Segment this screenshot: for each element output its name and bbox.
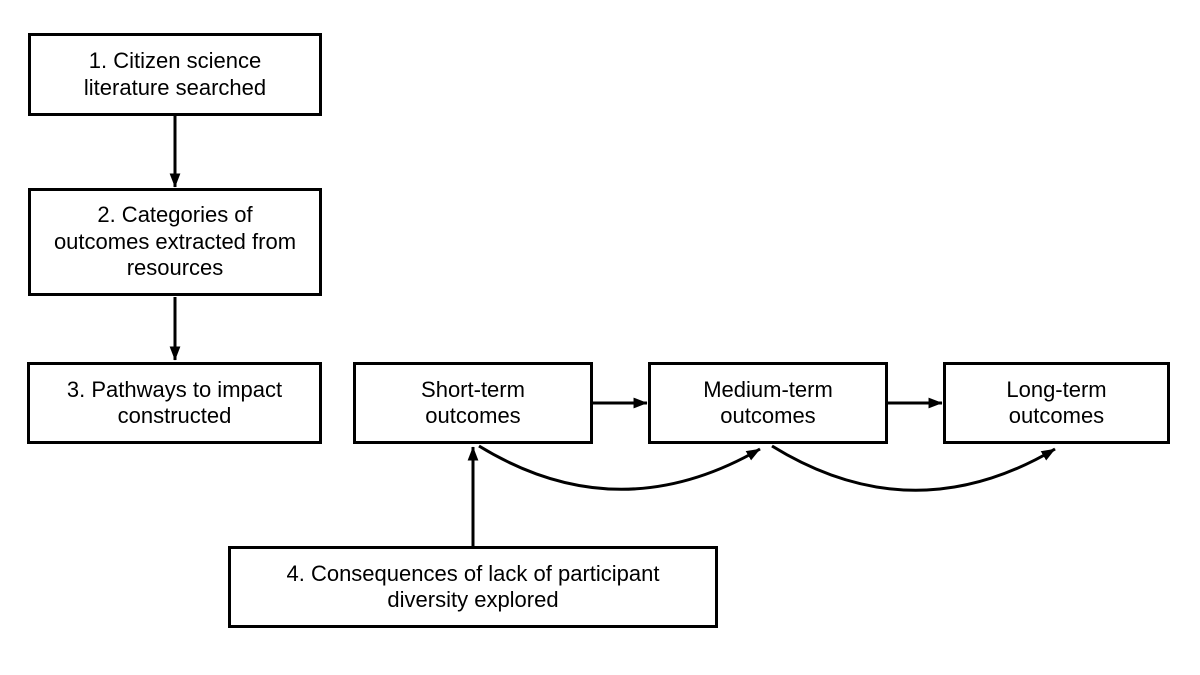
box-step3-pathways-constructed: 3. Pathways to impact constructed xyxy=(27,362,322,444)
box-step1-line2: literature searched xyxy=(83,74,267,100)
box-short-term-line1: Short-term xyxy=(421,376,525,402)
box-step2-line1: 2. Categories of xyxy=(97,202,253,228)
box-step4-diversity-explored: 4. Consequences of lack of participant d… xyxy=(228,546,718,628)
curve-short-to-medium xyxy=(478,444,761,491)
box-step2-line3: resources xyxy=(126,255,224,281)
box-step4-line2: diversity explored xyxy=(387,587,559,612)
box-step1-line1: 1. Citizen science xyxy=(88,48,262,73)
box-step2-categories-extracted: 2. Categories of outcomes extracted from… xyxy=(28,188,322,296)
box-step2-line2: outcomes extracted from xyxy=(53,228,297,254)
curve-medium-to-long xyxy=(771,444,1056,492)
box-medium-term-outcomes: Medium-term outcomes xyxy=(648,362,888,444)
box-medium-term-line1: Medium-term xyxy=(703,376,833,402)
box-step1-literature-searched: 1. Citizen science literature searched xyxy=(28,33,322,116)
box-short-term-line2: outcomes xyxy=(425,403,521,428)
box-step4-line1: 4. Consequences of lack of participant xyxy=(286,560,660,586)
box-step3-line2: constructed xyxy=(117,403,232,428)
box-medium-term-line2: outcomes xyxy=(720,403,816,428)
box-long-term-line1: Long-term xyxy=(1006,376,1107,402)
box-short-term-outcomes: Short-term outcomes xyxy=(353,362,593,444)
box-long-term-line2: outcomes xyxy=(1008,403,1105,428)
box-long-term-outcomes: Long-term outcomes xyxy=(943,362,1170,444)
box-step3-line1: 3. Pathways to impact xyxy=(66,376,283,402)
